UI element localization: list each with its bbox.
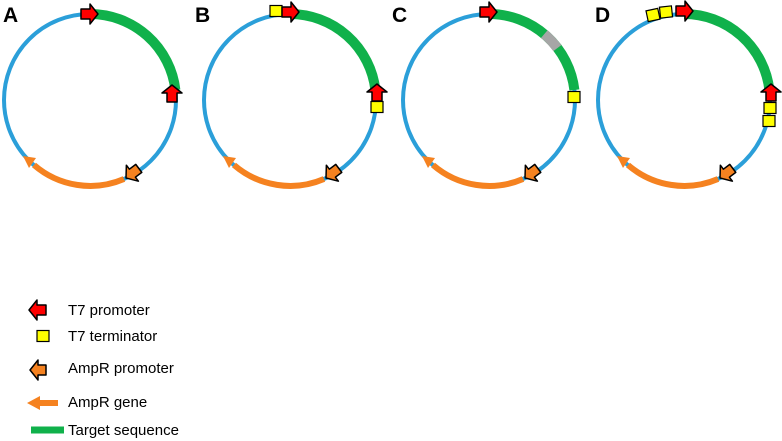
plasmid-c: [401, 1, 581, 189]
panel-letter-a: A: [3, 4, 18, 27]
legend-item-ampr-gene: AmpR gene: [27, 394, 147, 411]
legend-label: T7 promoter: [68, 302, 150, 319]
t7-promoter-icon: [80, 3, 99, 25]
t7-terminator-icon: [269, 4, 283, 18]
deleted-region: [540, 30, 562, 52]
panel-c: C: [392, 1, 581, 189]
plasmid-b: [202, 1, 388, 189]
panel-b: B: [195, 1, 388, 189]
legend-item-target-sequence: Target sequence: [31, 422, 179, 439]
ampr-gene-arrowhead: [422, 156, 435, 168]
legend-item-ampr-promoter: AmpR promoter: [29, 359, 174, 381]
legend-item-t7-terminator: T7 terminator: [36, 328, 157, 345]
t7-terminator-icon: [567, 90, 581, 104]
panel-letter-d: D: [595, 4, 610, 27]
legend-label: AmpR promoter: [68, 360, 174, 377]
t7-terminator-icon: [370, 100, 384, 114]
yellow-box-icon: [36, 329, 50, 343]
panel-a: A: [2, 3, 183, 189]
panel-letter-c: C: [392, 4, 407, 27]
ampr-gene-arrowhead: [617, 156, 630, 168]
red-arrow-icon: [28, 299, 47, 321]
ampr-gene: [431, 162, 525, 189]
plasmid-d: [596, 0, 782, 189]
ampr-gene: [232, 162, 326, 189]
panel-letter-b: B: [195, 4, 210, 27]
ampr-gene: [32, 162, 126, 189]
orange-arrow-icon: [29, 359, 47, 381]
t7-terminator-icon: [658, 5, 674, 19]
t7-terminator-icon: [763, 101, 777, 115]
plasmid-a: [2, 3, 183, 189]
legend-label: T7 terminator: [68, 328, 157, 345]
ampr-gene: [626, 162, 720, 189]
orange-line-arrowhead: [27, 396, 40, 410]
target-sequence: [89, 9, 181, 91]
target-sequence: [289, 9, 381, 91]
target-sequence: [488, 9, 580, 91]
legend-label: AmpR gene: [68, 394, 147, 411]
target-sequence: [683, 9, 775, 91]
legend-label: Target sequence: [68, 422, 179, 439]
ampr-gene-arrowhead: [23, 156, 36, 168]
ampr-gene-arrowhead: [223, 156, 236, 168]
legend: T7 promoter T7 terminator AmpR promoter …: [27, 299, 179, 439]
t7-terminator-icon: [645, 7, 661, 23]
t7-terminator-icon: [762, 114, 776, 128]
legend-item-t7-promoter: T7 promoter: [28, 299, 150, 321]
panel-d: D: [595, 0, 782, 189]
